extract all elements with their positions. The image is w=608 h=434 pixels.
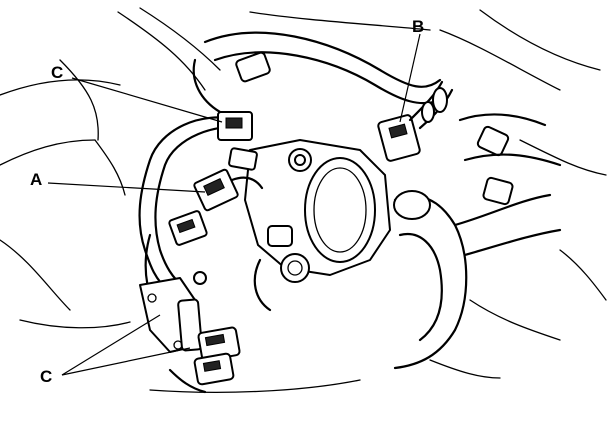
connector-a-assembly <box>193 168 264 212</box>
leader-c-bottom-1 <box>61 314 161 376</box>
leader-c-bottom-2 <box>61 347 191 376</box>
body-panel-outlines <box>0 7 607 393</box>
callout-label-a: A <box>30 170 43 189</box>
intake-duct <box>393 190 562 370</box>
callout-leaders <box>47 33 421 376</box>
leader-b <box>399 33 421 123</box>
connector-b-assembly <box>377 80 454 162</box>
harness-connector-mid <box>168 210 208 285</box>
lower-bracket-c-connectors <box>139 277 241 394</box>
throttle-body <box>244 139 391 312</box>
upper-hose <box>192 31 442 114</box>
callout-label-c-bottom: C <box>40 367 53 386</box>
leader-c-top <box>71 77 223 123</box>
leader-a <box>47 182 206 193</box>
connector-c-top-assembly <box>217 111 258 171</box>
hose-clamps-right <box>458 113 562 206</box>
callout-label-c-top: C <box>51 63 64 82</box>
callout-label-b: B <box>412 17 425 36</box>
